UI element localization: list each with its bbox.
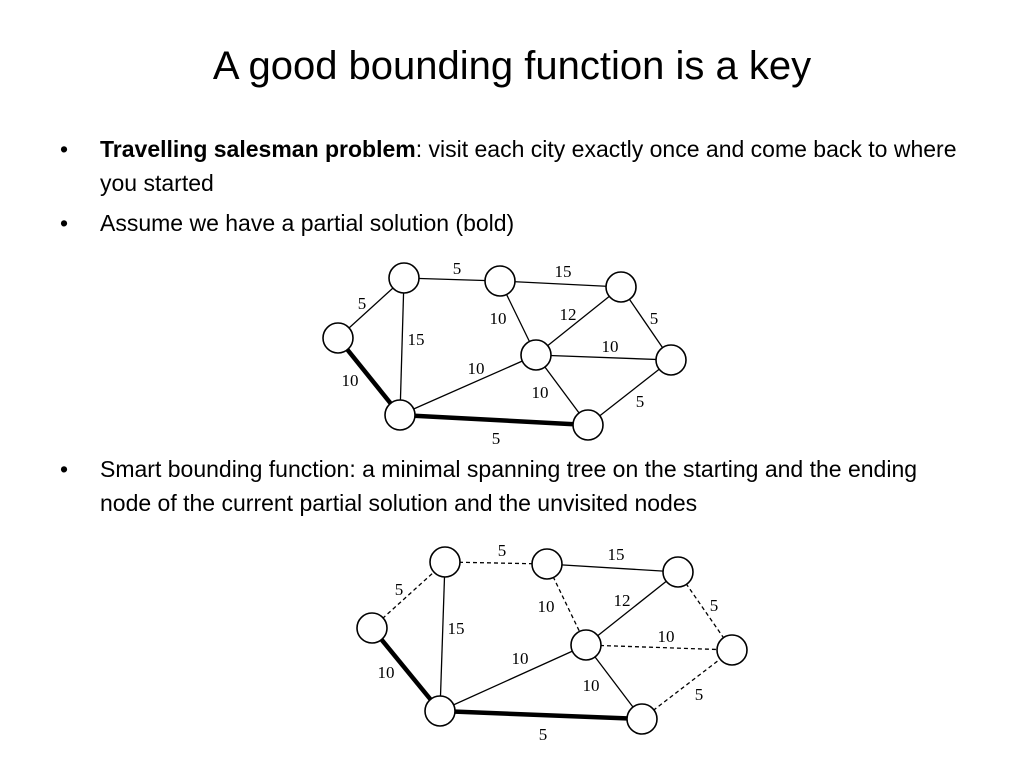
bullet-marker: • — [60, 456, 69, 482]
graph-bottom-edge-A-B — [371, 561, 446, 629]
graph-top-edge-F-E — [399, 354, 537, 416]
graph-top-node-E — [520, 339, 552, 371]
graph-top-edge-weight-label: 5 — [650, 309, 659, 328]
graph-top-node-G — [572, 409, 604, 441]
graph-bottom-edge-C-D — [546, 563, 679, 573]
graph-bottom-edge-weight-label: 15 — [448, 619, 465, 638]
graph-bottom-node-D — [662, 556, 694, 588]
graph-bottom-node-E — [570, 629, 602, 661]
graph-top-edge-G-H — [587, 359, 672, 426]
graph-bottom-edge-E-D — [585, 571, 679, 646]
bullet-marker: • — [60, 210, 69, 236]
graph-bottom-edge-A-F — [370, 626, 442, 713]
graph-bottom-node-A — [356, 612, 388, 644]
graph-bottom-edge-weight-label: 5 — [710, 596, 719, 615]
graph-bottom-edge-E-H — [585, 644, 733, 651]
graph-top-edge-weight-label: 10 — [468, 359, 485, 378]
graph-bottom-edge-weight-label: 5 — [498, 541, 507, 560]
graph-top-node-A — [322, 322, 354, 354]
bullet-smart-bounding: • Smart bounding function: a minimal spa… — [60, 452, 960, 520]
bullet-text: Assume we have a partial solution (bold) — [100, 210, 515, 236]
bullet-marker: • — [60, 136, 69, 162]
graph-top-edge-weight-label: 12 — [560, 305, 577, 324]
graph-bottom-node-G — [626, 703, 658, 735]
graph-bottom-edge-D-H — [677, 571, 733, 651]
graph-top-edge-weight-label: 15 — [555, 262, 572, 281]
graph-bottom-edge-weight-label: 5 — [695, 685, 704, 704]
graph-bottom-edge-weight-label: 5 — [395, 580, 404, 599]
graph-top-node-C — [484, 265, 516, 297]
graph-top-edge-E-D — [535, 286, 622, 356]
graph-bottom-edge-weight-label: 15 — [608, 545, 625, 564]
graph-bottom-node-F — [424, 695, 456, 727]
graph-top-edge-C-D — [499, 280, 622, 288]
graph-bottom-edge-weight-label: 10 — [583, 676, 600, 695]
graph-bottom-edge-F-E — [439, 644, 587, 712]
graph-top-node-F — [384, 399, 416, 431]
graph-bottom-edge-weight-label: 10 — [658, 627, 675, 646]
bullet-text: Smart bounding function: a minimal spann… — [100, 456, 918, 516]
graph-top-node-B — [388, 262, 420, 294]
graph-bottom-node-B — [429, 546, 461, 578]
graph-top-node-D — [605, 271, 637, 303]
graph-top-edge-B-C — [403, 277, 501, 282]
graph-top-edge-B-F — [399, 277, 405, 416]
graph-bottom-edge-weight-label: 10 — [512, 649, 529, 668]
bullet-bold-term: Travelling salesman problem — [100, 136, 416, 162]
graph-bottom-edge-B-C — [444, 561, 548, 565]
slide-title: A good bounding function is a key — [212, 44, 812, 88]
graph-top-edge-weight-label: 10 — [532, 383, 549, 402]
graph-bottom-edge-weight-label: 12 — [614, 591, 631, 610]
graph-bottom-edge-weight-label: 10 — [378, 663, 395, 682]
graph-bottom-edge-B-F — [439, 561, 446, 712]
bullet-text: : visit each city exactly once and come … — [100, 136, 957, 196]
graph-bottom-edge-weight-label: 10 — [538, 597, 555, 616]
graph-bottom-node-C — [531, 548, 563, 580]
bullet-tsp-definition: • Travelling salesman problem: visit eac… — [60, 132, 960, 200]
graph-top-edge-weight-label: 15 — [408, 330, 425, 349]
graph-top-edge-weight-label: 5 — [358, 294, 367, 313]
graph-top-edge-E-H — [535, 354, 672, 361]
graph-top-node-H — [655, 344, 687, 376]
bullet-partial-solution: • Assume we have a partial solution (bol… — [60, 206, 960, 240]
graph-top-edge-weight-label: 5 — [492, 429, 501, 448]
graph-top-edge-weight-label: 10 — [342, 371, 359, 390]
graph-bottom-edge-weight-label: 5 — [539, 725, 548, 744]
graph-bottom-node-H — [716, 634, 748, 666]
graph-top-edge-weight-label: 5 — [453, 259, 462, 278]
graph-top-edge-A-F — [336, 336, 402, 417]
graph-top-edge-weight-label: 5 — [636, 392, 645, 411]
graph-top-edge-F-G — [399, 412, 589, 428]
graph-bottom-edge-F-G — [439, 708, 643, 722]
graph-top-edge-weight-label: 10 — [490, 309, 507, 328]
graph-bottom-edge-G-H — [641, 649, 733, 720]
graph-top-edge-weight-label: 10 — [602, 337, 619, 356]
